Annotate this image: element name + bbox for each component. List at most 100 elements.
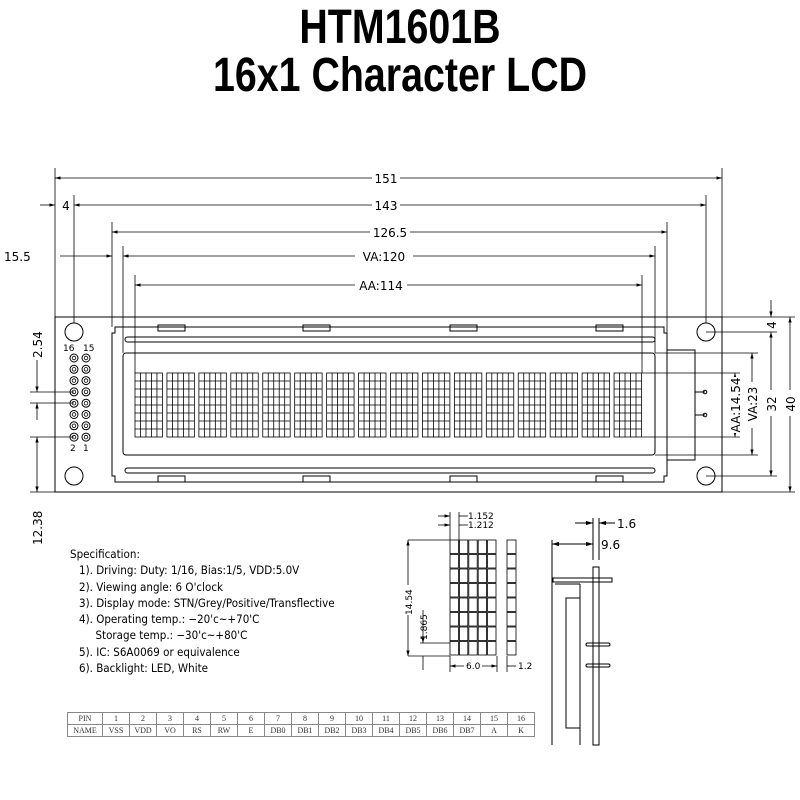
dot-cell xyxy=(487,641,497,656)
dim-126-5: 126.5 xyxy=(373,226,407,240)
dim-32: 32 xyxy=(765,396,779,411)
pin-name-cell: DB3 xyxy=(345,724,373,737)
dot-cell xyxy=(477,641,488,656)
dot-cell xyxy=(449,626,459,641)
mounting-hole xyxy=(64,322,84,342)
dot-cell xyxy=(487,612,497,627)
pin-hole xyxy=(69,410,79,419)
dot-cell xyxy=(449,568,459,583)
pin-hole xyxy=(81,421,91,431)
mounting-hole xyxy=(696,322,716,342)
dot-cell xyxy=(487,539,497,554)
pin-name-cell: DB0 xyxy=(264,724,292,737)
bezel-top-strip xyxy=(124,336,656,343)
dot-cell xyxy=(487,568,497,583)
dot-cell xyxy=(477,539,488,554)
dot-cell xyxy=(477,554,488,569)
cursor-dot xyxy=(506,626,517,641)
dim-15-5: 15.5 xyxy=(4,250,31,264)
dot-cell xyxy=(449,583,459,598)
pin-hole xyxy=(81,376,91,386)
dot-cell xyxy=(477,626,488,641)
character-cell xyxy=(134,372,163,438)
pin-label-1: 1 xyxy=(83,444,89,454)
dim-40: 40 xyxy=(784,396,798,411)
pin-number-cell: 13 xyxy=(426,712,454,725)
dim-143: 143 xyxy=(375,199,398,213)
pin-name-cell: K xyxy=(507,724,535,737)
pin-hole xyxy=(81,353,91,363)
character-cell xyxy=(262,372,291,438)
pin-number-cell: 2 xyxy=(129,712,157,725)
mounting-holes xyxy=(64,322,716,486)
dot-cell xyxy=(458,641,469,656)
spec-item: Storage temp.: −30'c~+80'C xyxy=(79,628,248,643)
dim-va-23: VA:23 xyxy=(746,387,760,422)
dot-cell xyxy=(449,597,459,612)
pin-label-15: 15 xyxy=(83,344,94,354)
dim-dot-width: 1.152 xyxy=(468,512,494,522)
pin-name-cell: A xyxy=(480,724,508,737)
cursor-dot xyxy=(506,597,517,612)
character-cell xyxy=(230,372,259,438)
dot-cell xyxy=(449,554,459,569)
character-cell xyxy=(358,372,387,438)
bezel-tabs xyxy=(157,324,624,483)
dimension-lines xyxy=(35,176,792,492)
dot-cell xyxy=(449,641,459,656)
character-array xyxy=(134,372,642,438)
pin-name-cell: RW xyxy=(210,724,238,737)
dot-cell xyxy=(468,626,478,641)
pin-name-cell: DB6 xyxy=(426,724,454,737)
pin-hole xyxy=(81,364,91,374)
character-cell xyxy=(581,372,610,438)
cursor-dot xyxy=(506,568,517,583)
pin-number-cell: 7 xyxy=(264,712,292,725)
pin-hole xyxy=(69,353,79,363)
pin-header-cell: PIN xyxy=(67,712,103,725)
pin-number-cell: 15 xyxy=(480,712,508,725)
character-cell xyxy=(453,372,483,438)
dot-cell xyxy=(487,583,497,598)
dim-pcb-thickness: 1.6 xyxy=(617,517,636,531)
dot-cell xyxy=(458,539,469,554)
dim-va-120: VA:120 xyxy=(363,250,405,264)
dot-cell xyxy=(468,583,478,598)
character-cell xyxy=(549,372,579,438)
pin-name-cell: DB2 xyxy=(318,724,346,737)
dot-cell xyxy=(468,554,478,569)
pin-label-16: 16 xyxy=(63,344,75,354)
dot-cell xyxy=(477,568,488,583)
dot-cell xyxy=(468,612,478,627)
pin-number-cell: 5 xyxy=(210,712,238,725)
pin-header xyxy=(69,353,91,442)
dim-dot-height: 1.865 xyxy=(420,614,430,640)
pin-number-cell: 12 xyxy=(399,712,427,725)
pin-hole xyxy=(81,410,91,419)
spec-item: 2). Viewing angle: 6 O'clock xyxy=(79,579,224,594)
pin-hole xyxy=(69,364,79,374)
spec-item: 4). Operating temp.: −20'c~+70'C xyxy=(79,612,260,627)
bezel-tab xyxy=(157,475,186,483)
dot-cell xyxy=(458,568,469,583)
mounting-hole xyxy=(64,466,84,486)
dot-cell xyxy=(458,597,469,612)
character-cell xyxy=(422,372,451,438)
spec-heading: Specification: xyxy=(70,547,140,561)
pin-number-cell: 9 xyxy=(318,712,346,725)
cursor-dot xyxy=(506,612,517,627)
dim-aa-114: AA:114 xyxy=(359,279,403,293)
pin-hole xyxy=(81,432,91,442)
pin-name-cell: RS xyxy=(183,724,211,737)
bezel-bottom-strip xyxy=(124,467,656,474)
dim-2-54: 2.54 xyxy=(31,331,45,358)
backlight-connector xyxy=(666,349,708,461)
pin-name-cell: DB7 xyxy=(453,724,481,737)
dot-cell xyxy=(468,641,478,656)
pin-hole xyxy=(81,398,91,408)
dim-4-x: 4 xyxy=(62,199,70,213)
specification: Specification: 1). Driving: Duty: 1/16, … xyxy=(70,546,335,676)
